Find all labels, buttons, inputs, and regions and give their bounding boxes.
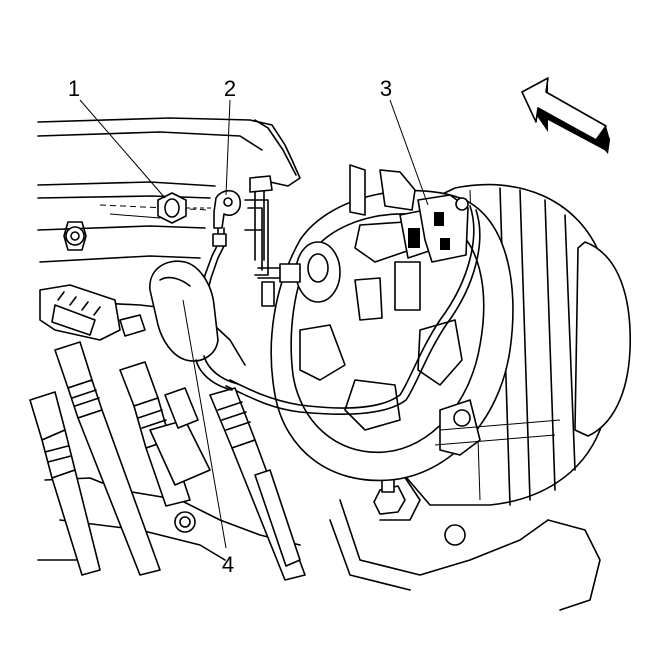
spark-plug-wires bbox=[29, 284, 306, 581]
leader-line-2 bbox=[225, 99, 231, 196]
callout-3: 3 bbox=[380, 76, 392, 101]
leader-line-4 bbox=[182, 299, 227, 549]
generator bbox=[225, 164, 632, 506]
terminal-boot bbox=[149, 260, 239, 391]
callout-labels: 1 2 3 4 bbox=[68, 76, 392, 577]
callout-4: 4 bbox=[222, 552, 234, 577]
arrow-up-left-icon bbox=[521, 77, 610, 154]
leader-line-3 bbox=[389, 99, 429, 206]
callout-2: 2 bbox=[224, 76, 236, 101]
generator-ground-strap bbox=[157, 175, 275, 307]
ring-terminal bbox=[213, 189, 242, 229]
leader-line-1 bbox=[79, 99, 166, 199]
callout-1: 1 bbox=[68, 76, 80, 101]
callout-leaders bbox=[79, 99, 429, 549]
